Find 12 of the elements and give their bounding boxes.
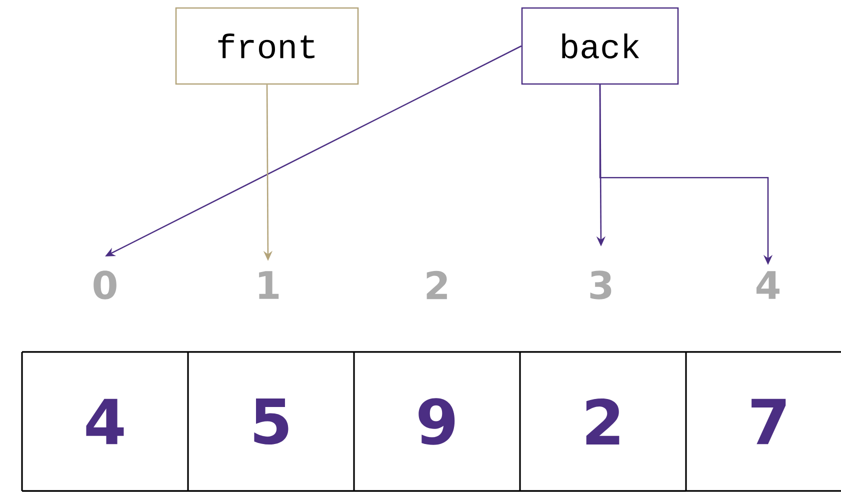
array-cell: 5 bbox=[187, 351, 355, 492]
pointer-box: front bbox=[175, 7, 359, 85]
array-cell: 4 bbox=[21, 351, 189, 492]
index-label: 0 bbox=[94, 270, 116, 300]
array-cell: 2 bbox=[519, 351, 687, 492]
index-label: 2 bbox=[426, 270, 447, 300]
array-cell: 9 bbox=[353, 351, 521, 492]
array-cell: 7 bbox=[685, 351, 841, 492]
index-label: 3 bbox=[590, 270, 612, 300]
index-label: 1 bbox=[259, 271, 279, 299]
pointer-box: back bbox=[521, 7, 679, 85]
index-label: 4 bbox=[756, 271, 780, 299]
